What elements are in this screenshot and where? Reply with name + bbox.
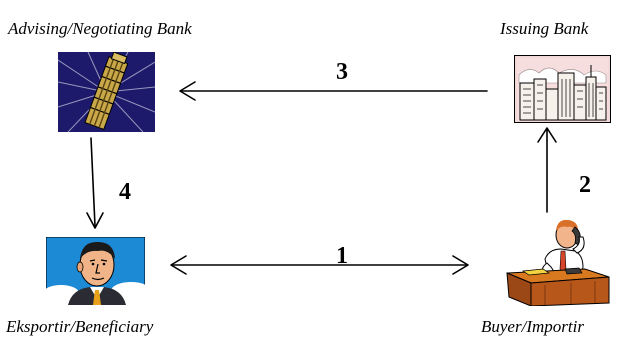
- step-2-number: 2: [579, 172, 591, 198]
- leaning-tower-icon: [58, 52, 155, 132]
- buyer-at-desk-icon: [506, 219, 610, 306]
- step-3-number: 3: [336, 59, 348, 85]
- arrow-step-4: [86, 137, 104, 229]
- arrow-step-1: [170, 255, 469, 275]
- arrow-step-2: [537, 127, 557, 213]
- issuing-bank-label: Issuing Bank: [500, 19, 589, 38]
- arrow-step-3: [179, 81, 488, 101]
- city-skyline-icon: [514, 55, 611, 123]
- advising-bank-label: Advising/Negotiating Bank: [8, 19, 192, 38]
- exporter-label: Eksportir/Beneficiary: [6, 317, 154, 336]
- buyer-label: Buyer/Importir: [481, 317, 584, 336]
- step-4-number: 4: [119, 179, 131, 205]
- step-1-number: 1: [336, 243, 348, 269]
- businessman-icon: [46, 237, 145, 305]
